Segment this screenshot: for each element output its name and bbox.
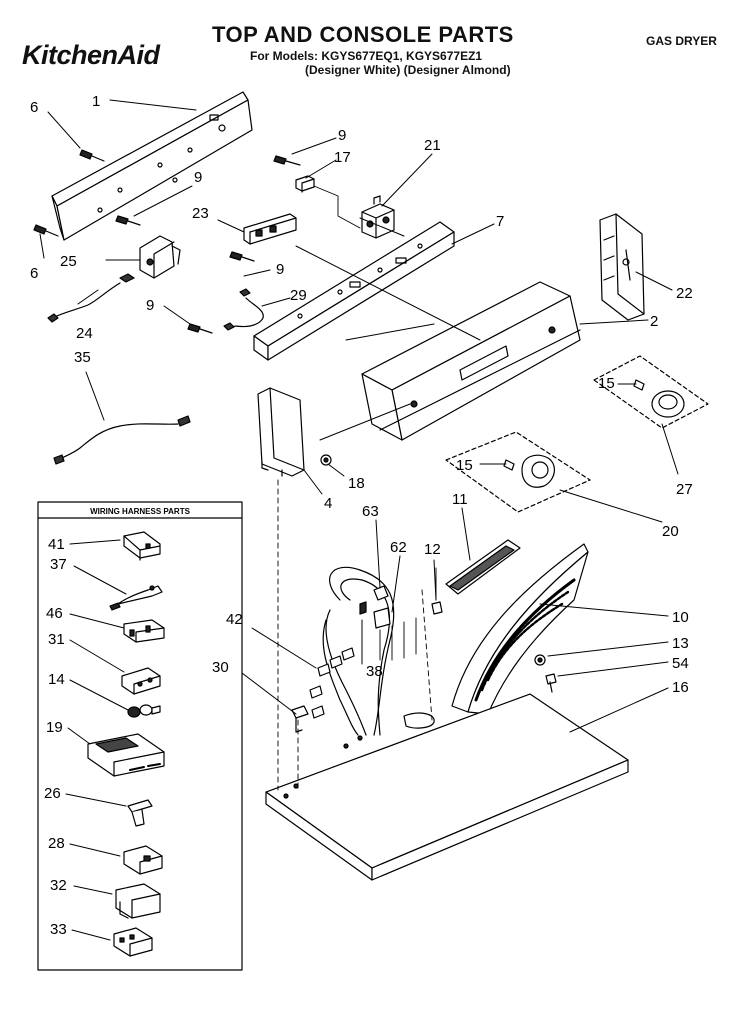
- callout-38: 38: [366, 663, 383, 680]
- part-screw-9-b: [273, 155, 301, 166]
- callout-9-bracket: 9: [194, 169, 202, 186]
- harness-item-31: 31: [48, 631, 65, 648]
- part-54-screw: [545, 673, 557, 693]
- harness-parts-box: WIRING HARNESS PARTS: [37, 501, 243, 971]
- callout-63: 63: [362, 503, 379, 520]
- callout-10: 10: [672, 609, 689, 626]
- part-screw-6-bottom: [33, 224, 59, 237]
- harness-item-28: 28: [48, 835, 65, 852]
- harness-item-41: 41: [48, 536, 65, 553]
- dryer-type: GAS DRYER: [646, 34, 717, 48]
- harness-item-32: 32: [50, 877, 67, 894]
- callout-13: 13: [672, 635, 689, 652]
- part-35-harness: [53, 415, 191, 465]
- part-screw-9-c: [229, 251, 255, 262]
- callout-11: 11: [452, 491, 468, 508]
- part-4-side-panel: [257, 387, 305, 477]
- guide-lines: [277, 479, 433, 791]
- callout-6-bottom: 6: [30, 265, 38, 282]
- harness-item-26: 26: [44, 785, 61, 802]
- part-17-clip: [295, 175, 361, 229]
- connector-41-icon: [123, 531, 161, 561]
- part-main-harness: [309, 566, 417, 736]
- harness-item-37: 37: [50, 556, 67, 573]
- harness-item-19: 19: [46, 719, 63, 736]
- connector-33-icon: [113, 927, 153, 957]
- part-10-lint-duct: [451, 543, 589, 715]
- callout-6-top: 6: [30, 99, 38, 116]
- model-numbers: For Models: KGYS677EQ1, KGYS677EZ1: [250, 49, 483, 63]
- part-13-screw: [534, 654, 546, 666]
- callout-12: 12: [424, 541, 441, 558]
- splice-14-icon: [127, 704, 161, 718]
- callout-18: 18: [348, 475, 365, 492]
- callout-29: 29: [290, 287, 307, 304]
- leader-lines: [39, 99, 679, 733]
- connector-28-icon: [123, 845, 163, 875]
- part-control-bracket: [51, 91, 253, 241]
- callout-62: 62: [390, 539, 407, 556]
- part-18-screw: [320, 454, 332, 466]
- callout-27: 27: [676, 481, 693, 498]
- model-variants: (Designer White) (Designer Almond): [305, 63, 511, 77]
- connector-19-icon: [87, 733, 165, 777]
- part-20-knob: [445, 431, 591, 513]
- callout-15-left: 15: [456, 457, 473, 474]
- callout-20: 20: [662, 523, 679, 540]
- brand-logo: KitchenAid: [22, 40, 160, 70]
- part-29-harness: [223, 288, 264, 331]
- callout-54: 54: [672, 655, 689, 672]
- callout-24: 24: [76, 325, 93, 342]
- terminal-37-icon: [109, 585, 163, 611]
- callout-23: 23: [192, 205, 209, 222]
- callout-9-top: 9: [338, 127, 346, 144]
- callout-25: 25: [60, 253, 77, 270]
- part-23-block: [243, 213, 297, 245]
- part-11-lint-screen: [445, 539, 521, 595]
- part-screw-9-d: [187, 323, 213, 334]
- callout-1: 1: [92, 93, 100, 110]
- part-21-switch: [361, 195, 395, 239]
- part-22-end-cap: [599, 213, 645, 321]
- callout-16: 16: [672, 679, 689, 696]
- part-24-harness: [47, 273, 135, 323]
- part-30-bracket: [291, 705, 309, 733]
- part-2-console-panel: [361, 281, 581, 441]
- part-screw-6-top: [79, 149, 105, 162]
- callout-7: 7: [496, 213, 504, 230]
- clip-26-icon: [127, 799, 153, 827]
- connector-32-icon: [115, 883, 161, 919]
- callout-35: 35: [74, 349, 91, 366]
- callout-42: 42: [226, 611, 243, 628]
- callout-numbers: 1 6 6 9 9 9 9 17 21 23 7 22 25 29 24 35 …: [30, 93, 693, 696]
- connector-31-icon: [121, 667, 161, 695]
- harness-box-title: WIRING HARNESS PARTS: [90, 507, 191, 516]
- part-7-console-frame: [253, 221, 455, 361]
- callout-21: 21: [424, 137, 441, 154]
- callout-30: 30: [212, 659, 229, 676]
- callout-9-mid: 9: [276, 261, 284, 278]
- callout-22: 22: [676, 285, 693, 302]
- part-12-screw: [431, 567, 443, 615]
- connector-46-icon: [123, 619, 165, 643]
- callout-15-right: 15: [598, 375, 615, 392]
- part-16-top-panel: [265, 693, 629, 881]
- callout-17: 17: [334, 149, 351, 166]
- part-27-knob: [593, 355, 709, 429]
- diagram-title: TOP AND CONSOLE PARTS: [212, 22, 514, 47]
- harness-item-33: 33: [50, 921, 67, 938]
- part-25-timer: [139, 235, 181, 279]
- part-screw-9-a: [115, 215, 141, 226]
- callout-9-left: 9: [146, 297, 154, 314]
- harness-item-46: 46: [46, 605, 63, 622]
- callout-2: 2: [650, 313, 658, 330]
- harness-item-14: 14: [48, 671, 65, 688]
- callout-4: 4: [324, 495, 332, 512]
